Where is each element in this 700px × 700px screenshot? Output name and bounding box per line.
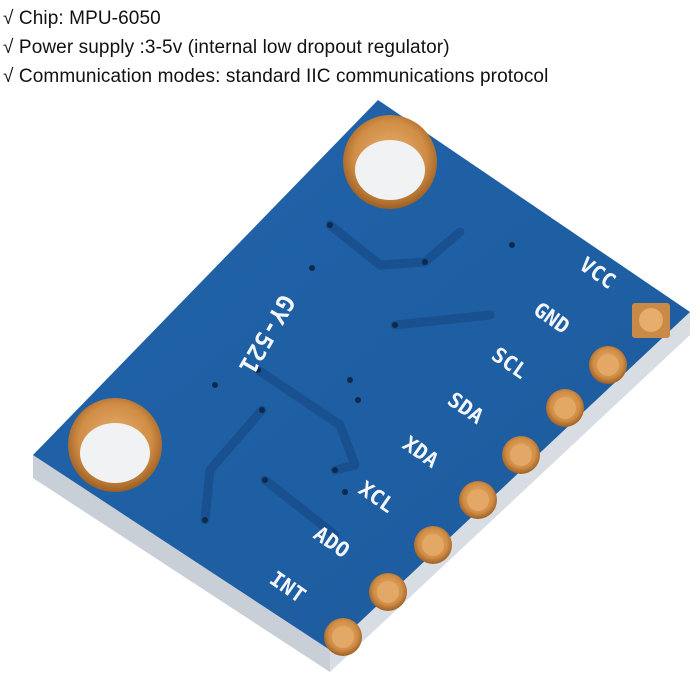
mounting-hole-top xyxy=(343,115,437,209)
pcb-traces xyxy=(200,220,495,540)
spec-communication: √ Communication modes: standard IIC comm… xyxy=(3,66,549,87)
spec-chip: √ Chip: MPU-6050 xyxy=(3,8,161,29)
pcb-vias xyxy=(202,222,515,523)
pin-pads xyxy=(324,303,670,656)
spec-list: √ Chip: MPU-6050 √ Power supply :3-5v (i… xyxy=(3,4,548,91)
mounting-hole-left xyxy=(68,398,162,492)
spec-power-supply: √ Power supply :3-5v (internal low dropo… xyxy=(3,37,450,58)
pcb-top xyxy=(33,100,690,650)
pcb-edge xyxy=(33,312,690,672)
